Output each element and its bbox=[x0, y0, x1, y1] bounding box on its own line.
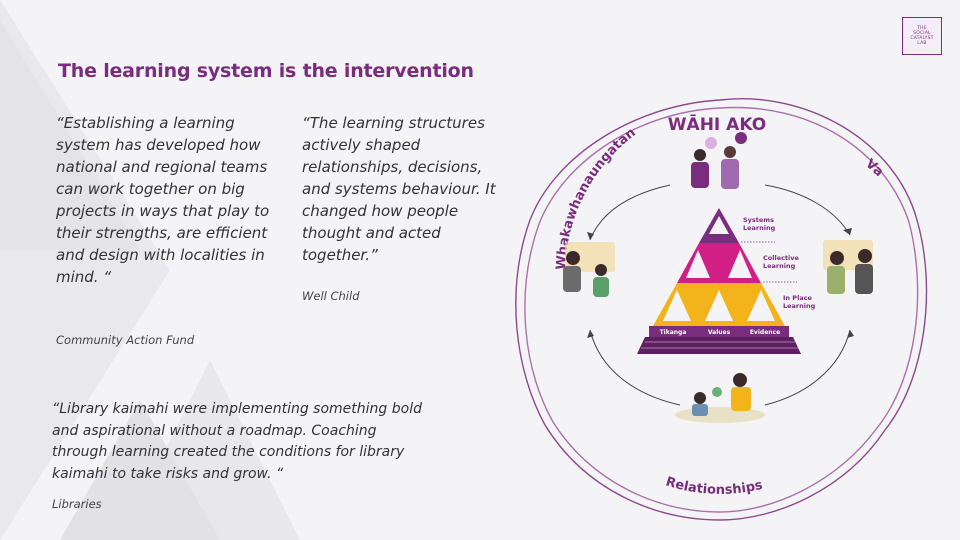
arc-label-whakawhanaungatanga: Whakawhanaungatanga bbox=[505, 80, 639, 270]
pyramid-dotted-lines bbox=[741, 241, 797, 283]
wahi-ako-diagram: Whakawhanaungatanga Va Relationships WĀH… bbox=[505, 80, 928, 521]
page-title: The learning system is the intervention bbox=[58, 60, 474, 82]
quote-source-well-child: Well Child bbox=[302, 289, 360, 303]
pyramid-base-tikanga: Tikanga bbox=[660, 329, 687, 336]
logo-line: CATALYST bbox=[910, 36, 934, 41]
quote-well-child: “The learning structures actively shaped… bbox=[302, 114, 496, 264]
pyramid-base-evidence: Evidence bbox=[750, 329, 780, 336]
people-illustration-bottom bbox=[675, 373, 765, 423]
quote-community-action-fund: “Establishing a learning system has deve… bbox=[56, 114, 270, 286]
logo-line: THE bbox=[917, 26, 927, 31]
arc-label-relationships: Relationships bbox=[664, 475, 765, 498]
learning-pyramid bbox=[637, 208, 801, 354]
arc-label-va: Va bbox=[862, 157, 886, 180]
org-logo: THE SOCIAL CATALYST LAB bbox=[902, 17, 942, 55]
quote-libraries: “Library kaimahi were implementing somet… bbox=[52, 401, 422, 482]
logo-line: LAB bbox=[917, 41, 927, 46]
people-illustration-top bbox=[691, 132, 747, 189]
cycle-arrows bbox=[587, 184, 854, 406]
pyramid-base bbox=[649, 326, 789, 337]
pyramid-base-values: Values bbox=[708, 329, 731, 336]
quote-source-libraries: Libraries bbox=[52, 497, 102, 511]
outer-wave-ring bbox=[515, 98, 928, 521]
quote-source-community-action-fund: Community Action Fund bbox=[56, 333, 195, 347]
logo-line: SOCIAL bbox=[913, 31, 931, 36]
people-illustration-left bbox=[563, 242, 615, 297]
diagram-heading: WĀHI AKO bbox=[668, 113, 766, 135]
people-illustration-right bbox=[823, 240, 873, 294]
